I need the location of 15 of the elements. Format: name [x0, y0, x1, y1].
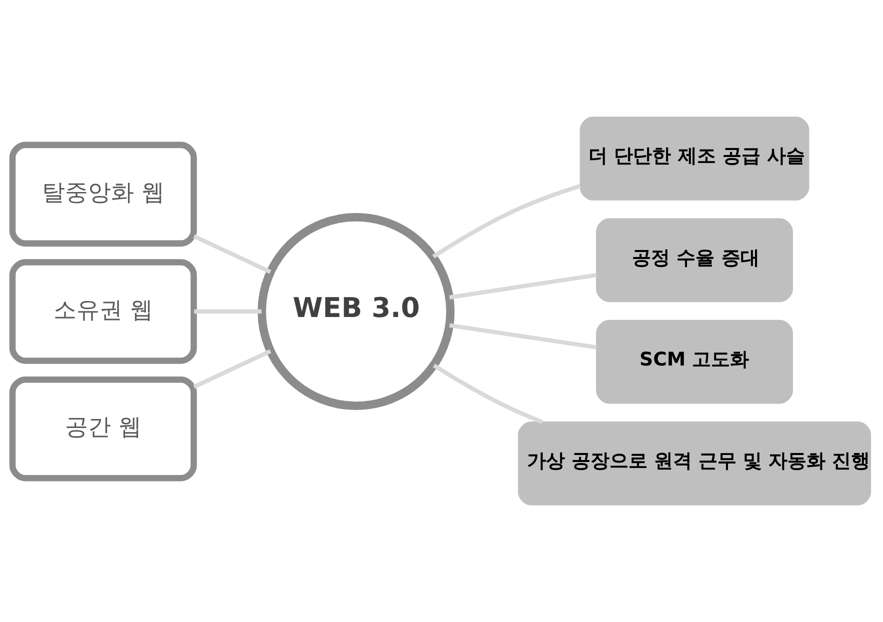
node-box: 더 단단한 제조 공급 사슬 [580, 116, 810, 200]
node-box: 소유권 웹 [9, 259, 197, 364]
connector [194, 309, 262, 314]
node-box: 공간 웹 [9, 376, 197, 482]
connector [193, 349, 272, 389]
node-box: 공정 수율 증대 [596, 218, 793, 302]
connector [193, 234, 272, 274]
node-box: 가상 공장으로 원격 근무 및 자동화 진행 [518, 422, 872, 506]
node-box: 탈중앙화 웹 [9, 142, 197, 247]
connector [432, 364, 543, 424]
connector [432, 184, 581, 258]
node-circle: WEB 3.0 [258, 213, 455, 410]
connector [449, 272, 597, 300]
connector [449, 323, 597, 350]
node-box: SCM 고도화 [596, 320, 793, 404]
